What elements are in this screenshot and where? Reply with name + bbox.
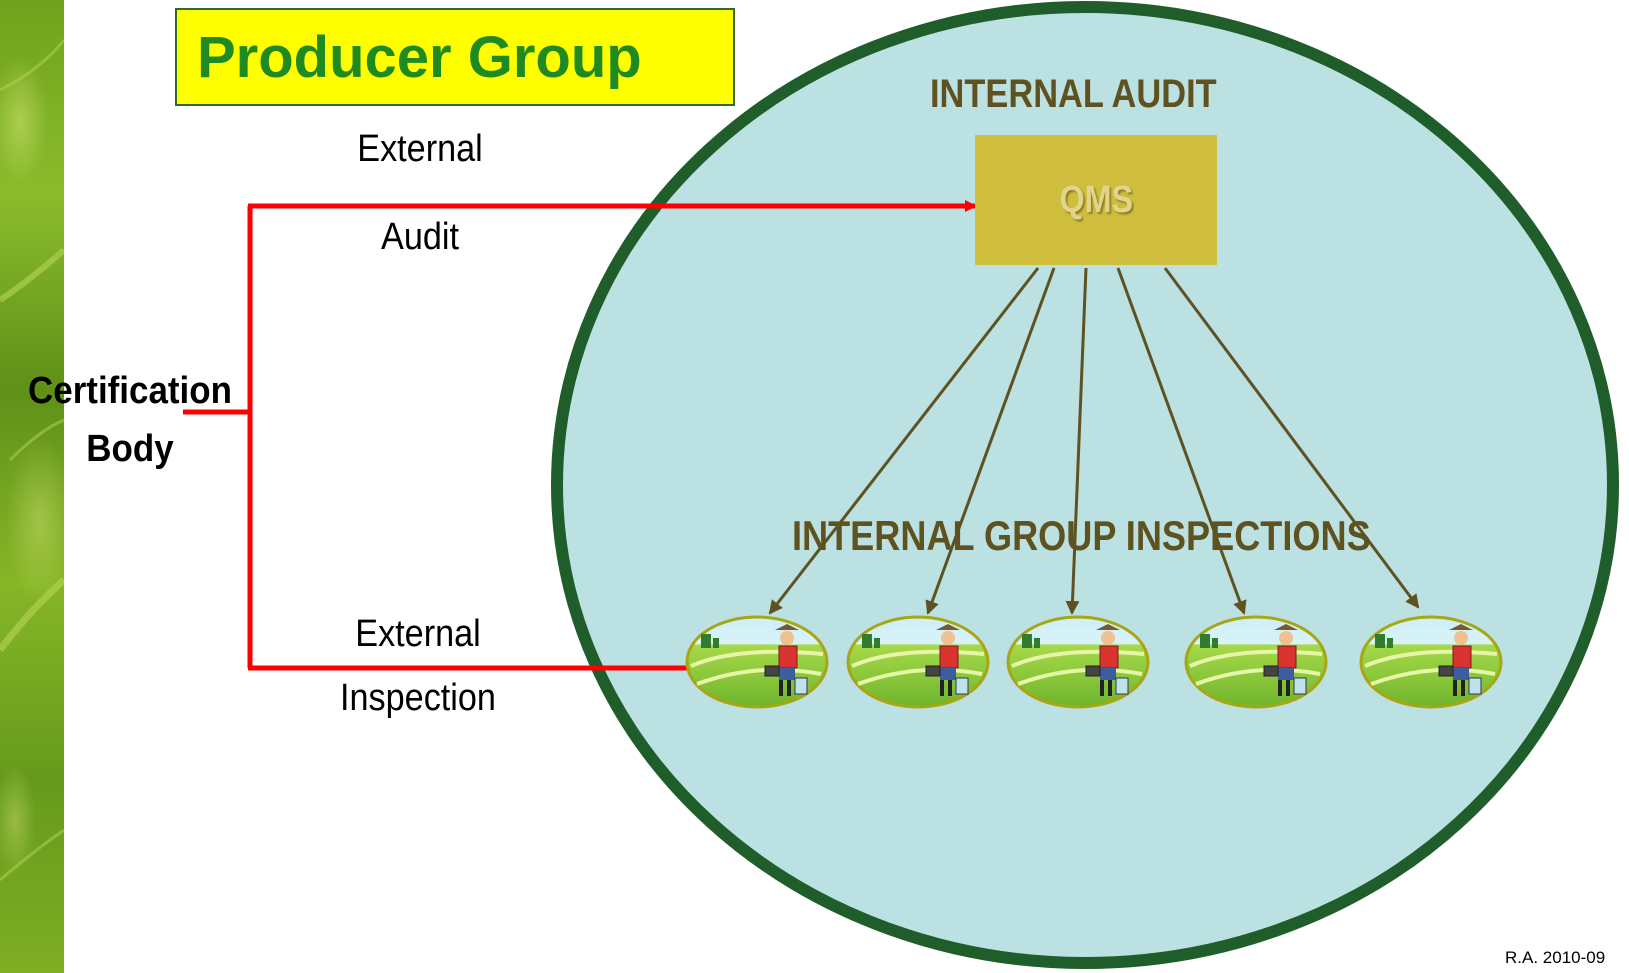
external-audit-label-1: External bbox=[357, 128, 483, 170]
certification-body-label: Certification Body bbox=[10, 362, 249, 478]
external-inspection-label-2: Inspection bbox=[340, 677, 496, 719]
farm-icon-4 bbox=[1184, 615, 1328, 709]
internal-audit-heading: INTERNAL AUDIT bbox=[930, 72, 1217, 116]
certification-body-line2: Body bbox=[86, 428, 174, 470]
producer-group-circle bbox=[551, 1, 1619, 969]
qms-arrow-5 bbox=[1163, 267, 1420, 609]
qms-box[interactable]: QMS bbox=[975, 135, 1217, 265]
external-audit-label-2: Audit bbox=[381, 216, 459, 258]
credit-text: R.A. 2010-09 bbox=[1505, 948, 1606, 967]
farm-icons bbox=[685, 615, 1503, 709]
leaf-veins bbox=[0, 39, 64, 882]
qms-arrow-4 bbox=[1116, 267, 1247, 615]
qms-arrow-1 bbox=[768, 267, 1040, 615]
qms-arrow-2 bbox=[925, 267, 1056, 615]
certification-body-line1: Certification bbox=[28, 370, 232, 412]
leaf-background-strip bbox=[0, 0, 64, 973]
producer-group-title-box: Producer Group bbox=[175, 8, 735, 106]
qms-arrows bbox=[768, 267, 1420, 615]
farm-icon-2 bbox=[846, 615, 990, 709]
farm-icon-1 bbox=[685, 615, 829, 709]
qms-label: QMS bbox=[1059, 178, 1133, 221]
page-title: Producer Group bbox=[197, 24, 642, 90]
external-inspection-label-1: External bbox=[355, 613, 481, 655]
internal-group-inspections-heading: INTERNAL GROUP INSPECTIONS bbox=[792, 512, 1371, 559]
farm-icon-5 bbox=[1359, 615, 1503, 709]
farm-icon-3 bbox=[1006, 615, 1150, 709]
qms-arrow-3 bbox=[1065, 267, 1088, 615]
